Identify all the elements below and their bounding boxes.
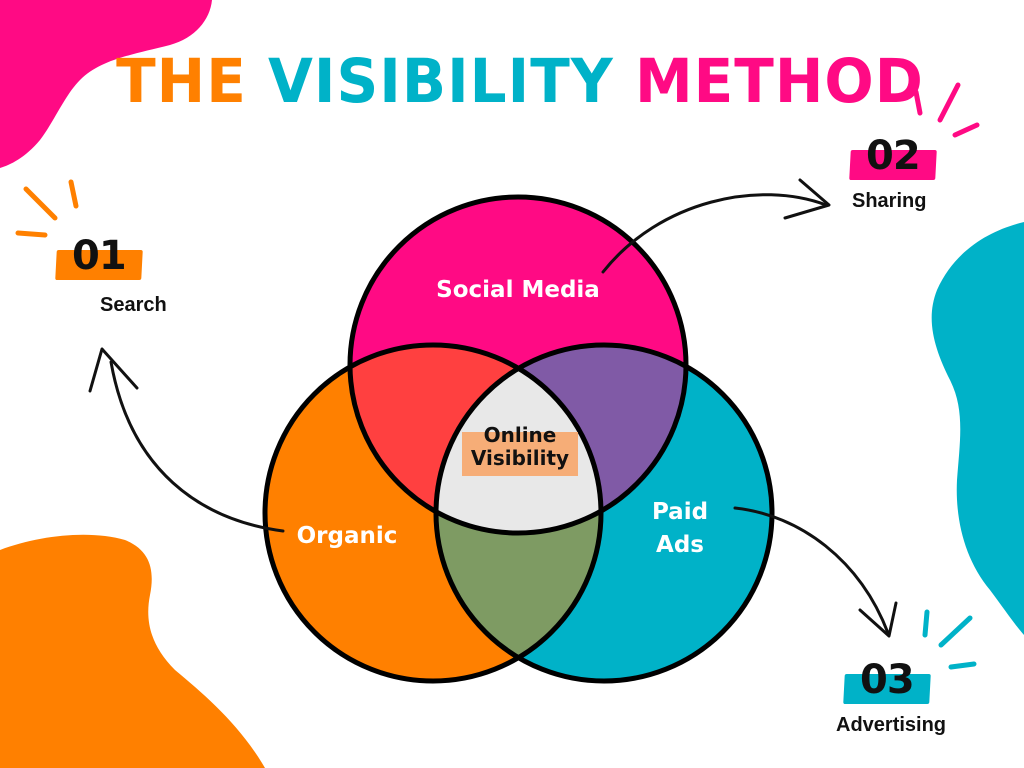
venn-outline-paid-ads: [433, 342, 775, 684]
sparkle-icon-02: [913, 82, 980, 138]
label-paid-ads: Paid Ads: [630, 496, 730, 563]
page-title: THE VISIBILITY METHOD: [0, 45, 1024, 117]
sparkle-icon-01: [15, 179, 79, 238]
step-number-03: 03: [852, 660, 922, 700]
step-03: 03 Advertising: [836, 660, 976, 737]
arrowhead-icon-search: [88, 347, 139, 393]
label-organic: Organic: [296, 523, 398, 549]
label-paid-ads-line2: Ads: [656, 532, 704, 559]
sparkle-icon-03: [922, 609, 977, 670]
center-line1: Online: [483, 423, 557, 447]
label-paid-ads-line1: Paid: [651, 499, 709, 525]
title-part-the: THE: [116, 45, 247, 117]
pink-blob-decoration: [0, 0, 212, 168]
venn-outline-organic: [262, 342, 604, 684]
center-highlight: [462, 432, 578, 476]
step-label-sharing: Sharing: [852, 190, 927, 212]
step-number-01: 01: [64, 236, 134, 276]
label-social-media: Social Media: [436, 277, 600, 303]
arrowhead-icon-sharing: [783, 178, 831, 220]
step-label-search: Search: [100, 294, 167, 316]
orange-blob-decoration: [0, 534, 265, 768]
title-part-method: METHOD: [634, 45, 924, 117]
title-part-visibility: VISIBILITY: [268, 45, 614, 117]
overlap-center: [436, 345, 601, 533]
label-online-visibility: Online Visibility: [462, 424, 578, 470]
arrow-icon-social-to-sharing: [601, 193, 828, 274]
step-01: 01 Search: [52, 236, 212, 317]
step-label-advertising: Advertising: [836, 714, 947, 736]
step-02: 02 Sharing: [846, 136, 966, 213]
step-number-02: 02: [858, 136, 928, 176]
arrow-icon-paid-to-advertising: [733, 506, 890, 635]
center-line2: Visibility: [470, 446, 570, 470]
arrow-icon-organic-to-search: [109, 360, 285, 533]
arrowhead-icon-advertising: [858, 601, 898, 638]
teal-blob-decoration: [931, 222, 1024, 635]
